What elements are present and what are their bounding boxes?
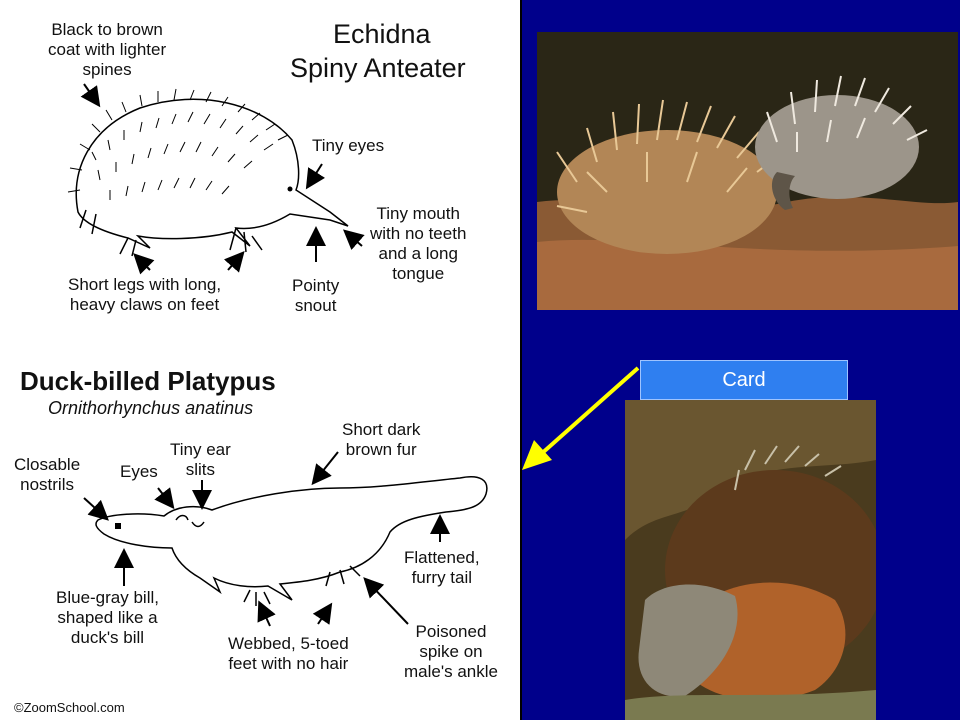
echidna-spines [67,88,289,200]
label-legs-line1: Short legs with long, [68,275,222,294]
label-legs-line2: heavy claws on feet [69,295,220,314]
label-eyes: Eyes [120,462,158,481]
echidna-eye [287,186,293,192]
card-label: Card [640,360,848,400]
label-feet-line2: feet with no hair [228,654,349,673]
label-spike-line3: male's ankle [404,662,498,681]
platypus-photo [625,400,876,720]
platypus-title: Duck-billed Platypus [20,366,276,396]
label-feet-line1: Webbed, 5-toed [228,634,349,653]
label-coat-line3: spines [82,60,132,79]
platypus-nostril [115,523,121,529]
label-mouth-line2: with no teeth [370,224,467,243]
label-nostrils-line1: Closable [14,455,81,474]
label-coat: Black to brown coat with lighter spines [48,20,166,80]
pointer-arrow-shaft [538,366,640,457]
label-bill-line2: shaped like a [57,608,158,627]
label-nostrils-line2: nostrils [20,475,74,494]
label-nostrils: Closable nostrils [14,455,80,495]
echidna-title: Echidna [333,19,431,49]
label-coat-line2: coat with lighter [48,40,167,59]
diagram-panel: Echidna Spiny Anteater Black to brown co… [0,0,522,720]
label-short-legs: Short legs with long, heavy claws on fee… [68,275,221,315]
label-tail: Flattened, furry tail [404,548,480,588]
label-fur-line2: brown fur [345,440,417,459]
label-bill-line1: Blue-gray bill, [56,588,159,607]
label-spike: Poisoned spike on male's ankle [404,622,498,682]
label-snout-line1: Pointy [292,276,340,295]
label-webbed-feet: Webbed, 5-toed feet with no hair [228,634,349,674]
echidna-outline [75,98,349,257]
anatomy-drawing [67,83,488,627]
label-fur: Short dark brown fur [342,420,420,460]
platypus-scientific-name: Ornithorhynchus anatinus [48,398,254,418]
label-tiny-mouth: Tiny mouth with no teeth and a long tong… [370,204,466,284]
label-mouth-line3: and a long [378,244,458,263]
label-fur-line1: Short dark [342,420,421,439]
label-ear-line2: slits [185,460,216,479]
pointer-arrow-head [522,440,552,470]
echidna-photo [537,32,958,310]
echidna-subtitle: Spiny Anteater [290,53,466,83]
echidna-photo-art [537,32,958,310]
credit-text: ©ZoomSchool.com [14,700,125,715]
platypus-outline [95,476,488,606]
platypus-pointers [83,451,450,627]
label-ear-line1: Tiny ear [170,440,231,459]
label-coat-line1: Black to brown [51,20,163,39]
label-mouth-line4: tongue [392,264,445,283]
platypus-photo-art [625,400,876,720]
label-mouth-line1: Tiny mouth [376,204,460,223]
label-tail-line1: Flattened, [404,548,480,567]
label-spike-line1: Poisoned [415,622,487,641]
label-bill: Blue-gray bill, shaped like a duck's bil… [56,588,159,648]
label-bill-line3: duck's bill [70,628,145,647]
label-snout-line2: snout [294,296,337,315]
label-tail-line2: furry tail [411,568,473,587]
panel-divider [520,0,522,720]
echidna-pointers [80,83,365,275]
label-ear-slits: Tiny ear slits [170,440,231,480]
label-tiny-eyes: Tiny eyes [312,136,385,155]
label-pointy-snout: Pointy snout [292,276,339,316]
label-spike-line2: spike on [419,642,483,661]
